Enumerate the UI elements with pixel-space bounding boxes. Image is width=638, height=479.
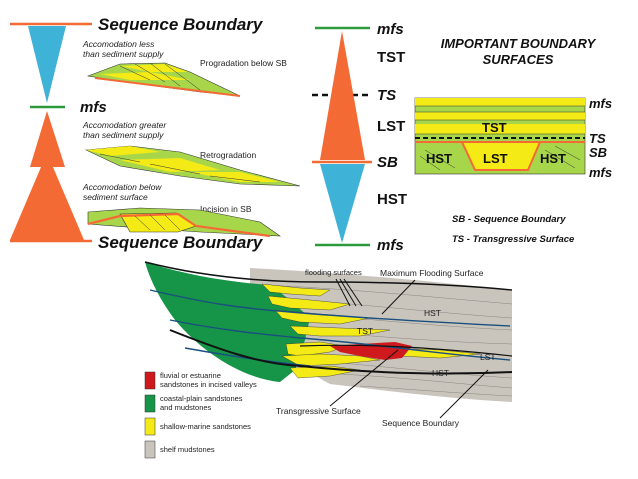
caption-progradation: Progradation below SB (200, 58, 287, 68)
incision-wedge (87, 207, 282, 238)
mid-label-tst: TST (377, 49, 405, 66)
legend-sb: SB - Sequence Boundary (452, 214, 566, 225)
label-hst-upper: HST (424, 308, 441, 318)
legend-label-green-line1: coastal-plain sandstones (160, 394, 243, 403)
transgressive-surface-line (299, 344, 513, 357)
legend-label-green-line2: and mudstones (160, 403, 212, 412)
blue-triangle-top (28, 26, 66, 103)
retrogradation-wedge (84, 145, 301, 187)
orange-triangle-middle (320, 31, 365, 160)
note-accommodation-below-line1: Accomodation below (82, 182, 162, 192)
label-flooding-surfaces: flooding surfaces (305, 268, 362, 277)
side-label-sb: SB (589, 145, 607, 160)
label-hst-lower: HST (432, 368, 449, 378)
label-transgressive-surface: Transgressive Surface (276, 406, 361, 416)
progradation-wedge (86, 62, 241, 97)
section-label-hst-right: HST (540, 151, 566, 166)
legend-label-yellow: shallow-marine sandstones (160, 422, 251, 431)
mid-label-mfs-bottom: mfs (377, 237, 404, 254)
side-label-mfs-bottom: mfs (589, 165, 612, 180)
orange-triangle-upper (30, 111, 65, 167)
legend-swatch-red (144, 371, 156, 390)
right-panel: IMPORTANT BOUNDARY SURFACES TST HST LST … (414, 36, 612, 245)
cross-section-top-outline (144, 261, 513, 291)
caption-incision: Incision in SB (200, 204, 252, 214)
blue-triangle-middle (320, 164, 365, 243)
left-panel: Sequence Boundary mfs Sequence Boundary … (10, 15, 301, 252)
right-title-line2: SURFACES (483, 52, 554, 67)
note-accommodation-less-line1: Accomodation less (82, 39, 155, 49)
legend-label-red-line2: sandstones in incised valleys (160, 380, 257, 389)
side-label-mfs-top: mfs (589, 96, 612, 111)
orange-triangle-lower (10, 153, 84, 240)
middle-column: mfs TST TS LST SB HST mfs (312, 21, 407, 254)
side-label-ts: TS (589, 131, 606, 146)
label-tst: TST (357, 326, 373, 336)
caption-retrogradation: Retrogradation (200, 150, 257, 160)
mid-label-sb: SB (377, 154, 398, 171)
section-label-tst: TST (482, 120, 507, 135)
legend-label-grey: shelf mudstones (160, 445, 215, 454)
note-accommodation-greater-line2: than sediment supply (83, 130, 164, 140)
note-accommodation-greater-line1: Accomodation greater (82, 120, 167, 130)
legend-ts: TS - Transgressive Surface (452, 234, 575, 245)
coastal-plain (145, 262, 310, 382)
label-maximum-flooding-surface: Maximum Flooding Surface (380, 268, 484, 278)
legend-label-red-line1: fluvial or estuarine (160, 371, 221, 380)
mfs-left-label: mfs (80, 99, 107, 116)
label-lst: LST (480, 352, 496, 362)
stratigraphic-cross-section: flooding surfaces Maximum Flooding Surfa… (144, 261, 513, 428)
sequence-boundary-line (169, 329, 513, 375)
section-label-lst: LST (483, 151, 508, 166)
label-sequence-boundary: Sequence Boundary (382, 418, 460, 428)
mid-label-lst: LST (377, 118, 405, 135)
right-title-line1: IMPORTANT BOUNDARY (441, 36, 597, 51)
legend-swatch-green (144, 394, 156, 413)
mid-label-ts: TS (377, 87, 396, 104)
legend-swatch-grey (144, 440, 156, 459)
mid-label-hst: HST (377, 191, 407, 208)
sequence-boundary-top-label: Sequence Boundary (98, 15, 264, 34)
mid-label-mfs-top: mfs (377, 21, 404, 38)
note-accommodation-less-line2: than sediment supply (83, 49, 164, 59)
sequence-boundary-bottom-label: Sequence Boundary (98, 233, 264, 252)
boundary-cross-section: TST HST LST HST (414, 97, 586, 175)
note-accommodation-below-line2: sediment surface (83, 192, 148, 202)
legend: fluvial or estuarine sandstones in incis… (144, 371, 257, 459)
legend-swatch-yellow (144, 417, 156, 436)
section-label-hst-left: HST (426, 151, 452, 166)
